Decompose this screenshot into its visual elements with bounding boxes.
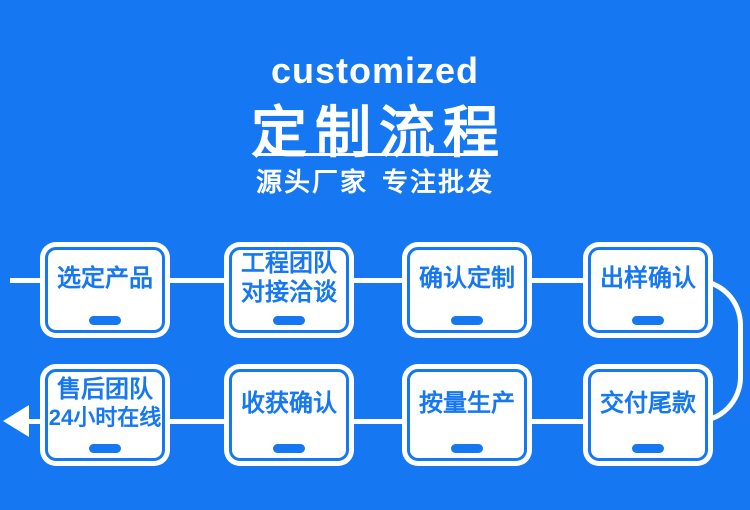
step-border: 出样确认 [588, 247, 708, 333]
step-border: 按量生产 [407, 369, 527, 461]
subtitle: 源头厂家 专注批发 [0, 162, 750, 199]
flow-connector-row2 [26, 419, 713, 424]
step-dash [632, 316, 664, 325]
subtitle-right: 专注批发 [382, 167, 495, 197]
step-pay-balance: 交付尾款 [583, 364, 713, 466]
step-border: 售后团队 24小时在线 [45, 369, 165, 461]
step-label-line1: 工程团队 [241, 250, 337, 278]
title-underline [255, 153, 495, 156]
step-label-line2: 对接洽谈 [241, 279, 337, 306]
step-dash [89, 444, 121, 453]
step-dash [632, 444, 664, 453]
step-border: 工程团队 对接洽谈 [229, 247, 349, 333]
step-label: 交付尾款 [600, 389, 696, 417]
step-after-sales-24h-online: 售后团队 24小时在线 [40, 364, 170, 466]
step-label-line1: 售后团队 [57, 376, 153, 404]
eyebrow-text: customized [270, 50, 480, 91]
step-receipt-confirmation: 收获确认 [224, 364, 354, 466]
step-dash [451, 444, 483, 453]
subtitle-left: 源头厂家 [255, 167, 368, 197]
flow-exit-arrow-left-icon [3, 405, 29, 437]
step-confirm-customization: 确认定制 [402, 242, 532, 338]
step-dash [273, 444, 305, 453]
step-select-product: 选定产品 [40, 242, 170, 338]
step-label: 收获确认 [241, 389, 337, 417]
step-border: 选定产品 [45, 247, 165, 333]
step-dash [273, 316, 305, 325]
step-label: 出样确认 [600, 264, 696, 292]
flow-connector-row1 [10, 278, 713, 283]
step-engineering-team-negotiation: 工程团队 对接洽谈 [224, 242, 354, 338]
step-border: 收获确认 [229, 369, 349, 461]
step-sample-confirmation: 出样确认 [583, 242, 713, 338]
step-dash [89, 316, 121, 325]
step-dash [451, 316, 483, 325]
step-label-line2: 24小时在线 [48, 405, 162, 431]
page-title: 定制流程 [251, 101, 507, 164]
step-label: 确认定制 [419, 264, 515, 292]
step-label: 按量生产 [419, 389, 515, 417]
step-label: 选定产品 [57, 264, 153, 292]
step-border: 确认定制 [407, 247, 527, 333]
step-border: 交付尾款 [588, 369, 708, 461]
step-production-by-quantity: 按量生产 [402, 364, 532, 466]
